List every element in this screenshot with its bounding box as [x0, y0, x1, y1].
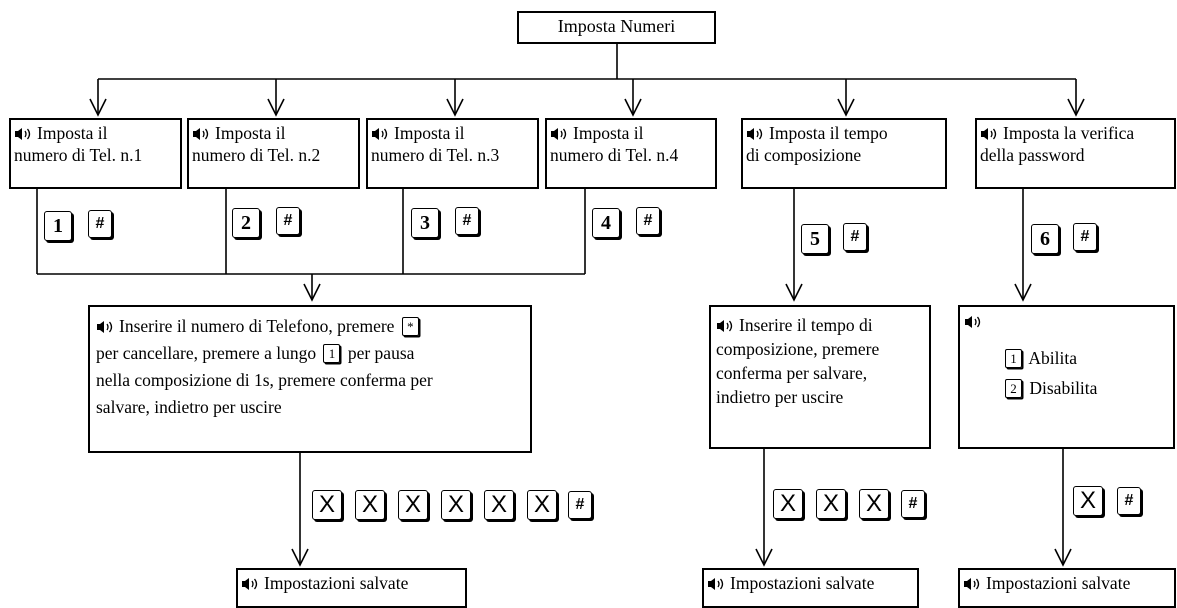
speaker-icon [193, 128, 209, 140]
key-1: 1 [44, 211, 72, 241]
phone-instr-part5: salvare, indietro per uscire [96, 397, 282, 417]
enter-phone-instructions: Inserire il numero di Telefono, premere … [88, 305, 532, 453]
set-password-line2: della password [980, 145, 1085, 165]
key-6: 6 [1031, 224, 1059, 254]
option-disable-label: Disabilita [1029, 378, 1098, 398]
enter-dial-time-instructions: Inserire il tempo di composizione, preme… [709, 305, 931, 449]
phone-instr-part4: nella composizione di 1s, premere confer… [96, 370, 433, 390]
key-2: 2 [232, 208, 260, 238]
key-hash: # [1117, 487, 1141, 515]
set-tel-3-line2: numero di Tel. n.3 [371, 145, 500, 165]
set-tel-1-box: Imposta il numero di Tel. n.1 [9, 118, 182, 189]
key-hash: # [1073, 223, 1097, 251]
speaker-icon [551, 128, 567, 140]
key-x: X [527, 490, 557, 520]
key-hash: # [276, 207, 300, 235]
key-1-inline: 1 [323, 344, 341, 363]
speaker-icon [15, 128, 31, 140]
set-tel-4-line2: numero di Tel. n.4 [550, 145, 679, 165]
tempo-instr-line1: Inserire il tempo di [739, 315, 873, 335]
speaker-icon [242, 578, 258, 590]
settings-saved-text: Impostazioni salvate [986, 573, 1131, 593]
key-x: X [355, 490, 385, 520]
tempo-instr-line3: conferma per salvare, [716, 363, 868, 383]
key-hash: # [568, 491, 592, 519]
set-tel-3-line1: Imposta il [394, 123, 465, 143]
speaker-icon [981, 128, 997, 140]
settings-saved-box: Impostazioni salvate [958, 568, 1176, 608]
key-1-inline: 1 [1005, 349, 1022, 368]
phone-instr-part1: Inserire il numero di Telefono, premere [119, 316, 395, 336]
speaker-icon [372, 128, 388, 140]
option-enable-label: Abilita [1028, 348, 1078, 368]
password-options-box: 1 Abilita 2 Disabilita [958, 305, 1175, 449]
settings-saved-box: Impostazioni salvate [702, 568, 919, 608]
key-x: X [312, 490, 342, 520]
set-tel-2-line2: numero di Tel. n.2 [192, 145, 321, 165]
set-tel-1-line1: Imposta il [37, 123, 108, 143]
key-2-inline: 2 [1005, 379, 1022, 398]
key-5: 5 [801, 224, 829, 254]
key-hash: # [455, 207, 479, 235]
set-tel-2-box: Imposta il numero di Tel. n.2 [187, 118, 360, 189]
phone-instr-part2: per cancellare, premere a lungo [96, 343, 317, 363]
key-star: * [401, 317, 419, 336]
set-dial-time-box: Imposta il tempo di composizione [741, 118, 947, 189]
settings-saved-text: Impostazioni salvate [730, 573, 875, 593]
speaker-icon [97, 321, 113, 333]
tempo-instr-line4: indietro per uscire [716, 387, 844, 407]
key-4: 4 [592, 208, 620, 238]
title-text: Imposta Numeri [557, 16, 676, 36]
set-password-box: Imposta la verifica della password [975, 118, 1176, 189]
set-tel-4-line1: Imposta il [573, 123, 644, 143]
key-x: X [773, 489, 803, 519]
key-hash: # [88, 210, 112, 238]
option-disable: 2 Disabilita [1002, 377, 1097, 399]
key-x: X [1073, 486, 1103, 516]
key-x: X [859, 489, 889, 519]
key-3: 3 [411, 208, 439, 238]
set-tel-1-line2: numero di Tel. n.1 [14, 145, 143, 165]
settings-saved-text: Impostazioni salvate [264, 573, 409, 593]
key-hash: # [901, 490, 925, 518]
speaker-icon [964, 578, 980, 590]
option-enable: 1 Abilita [1002, 347, 1077, 369]
title-box: Imposta Numeri [517, 11, 716, 44]
key-x: X [441, 490, 471, 520]
speaker-icon [717, 320, 733, 332]
key-x: X [398, 490, 428, 520]
speaker-icon [965, 316, 981, 328]
set-password-line1: Imposta la verifica [1003, 123, 1135, 143]
key-x: X [816, 489, 846, 519]
key-hash: # [843, 223, 867, 251]
key-hash: # [636, 207, 660, 235]
phone-instr-part3: per pausa [347, 343, 415, 363]
set-dial-time-line1: Imposta il tempo [769, 123, 888, 143]
set-tel-2-line1: Imposta il [215, 123, 286, 143]
set-tel-4-box: Imposta il numero di Tel. n.4 [545, 118, 717, 189]
connector-lines [36, 43, 1085, 566]
set-dial-time-line2: di composizione [746, 145, 862, 165]
settings-saved-box: Impostazioni salvate [236, 568, 467, 608]
tempo-instr-line2: composizione, premere [716, 339, 880, 359]
speaker-icon [747, 128, 763, 140]
key-x: X [484, 490, 514, 520]
set-tel-3-box: Imposta il numero di Tel. n.3 [366, 118, 539, 189]
speaker-icon [708, 578, 724, 590]
